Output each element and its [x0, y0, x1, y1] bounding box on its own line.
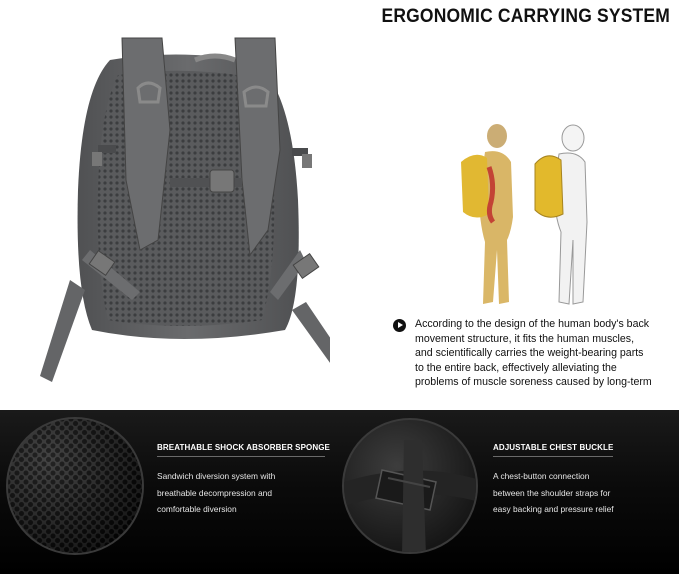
feature-title-sponge: BREATHABLE SHOCK ABSORBER SPONGE — [157, 443, 330, 452]
chest-buckle-closeup-image — [342, 418, 478, 554]
backpack-back-image — [40, 37, 330, 382]
figure-relaxed — [534, 124, 588, 305]
figure-strained — [461, 124, 513, 304]
description-line: According to the design of the human bod… — [415, 318, 650, 330]
description-text: According to the design of the human bod… — [415, 317, 673, 390]
feature-line: Sandwich diversion system with — [157, 471, 276, 481]
feature-line: A chest-button connection — [493, 471, 590, 481]
ergonomic-section: ERGONOMIC CARRYING SYSTEM — [40, 6, 673, 390]
feature-panel: BREATHABLE SHOCK ABSORBER SPONGE Sandwic… — [0, 410, 679, 574]
headline: ERGONOMIC CARRYING SYSTEM — [381, 6, 670, 27]
play-circle-icon — [393, 319, 406, 332]
feature-line: comfortable diversion — [157, 504, 237, 514]
feature-line: easy backing and pressure relief — [493, 504, 614, 514]
description-line: movement structure, it fits the human mu… — [415, 332, 635, 345]
feature-divider — [493, 456, 613, 457]
ergonomic-description: According to the design of the human bod… — [393, 317, 673, 390]
feature-text-buckle: A chest-button connection between the sh… — [493, 468, 614, 518]
description-line: to the entire back, effectively alleviat… — [415, 361, 617, 374]
description-line: and scientifically carries the weight-be… — [415, 347, 644, 360]
feature-title-buckle: ADJUSTABLE CHEST BUCKLE — [493, 443, 614, 452]
mesh-sponge-closeup-image — [6, 417, 144, 555]
feature-line: between the shoulder straps for — [493, 487, 611, 498]
feature-divider — [157, 456, 325, 457]
feature-text-sponge: Sandwich diversion system with breathabl… — [157, 468, 275, 518]
description-line: problems of muscle soreness caused by lo… — [415, 376, 652, 389]
posture-comparison-image — [461, 124, 588, 305]
feature-line: breathable decompression and — [157, 487, 273, 498]
